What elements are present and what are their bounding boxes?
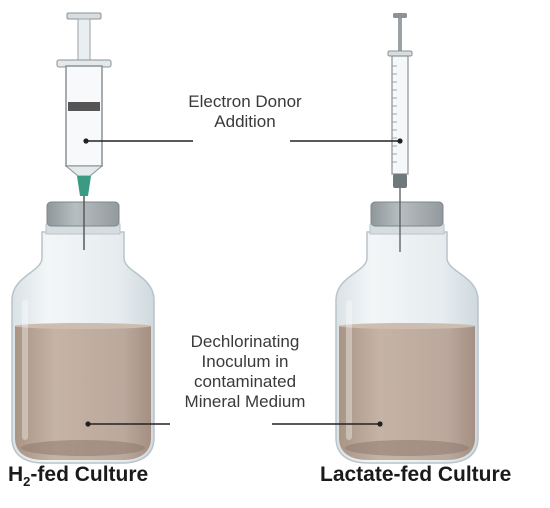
left-needle-hub xyxy=(77,176,91,196)
left-plunger-stopper xyxy=(68,102,100,111)
right-bottle-cap xyxy=(370,201,444,227)
left-caption-suffix: -fed Culture xyxy=(30,463,149,486)
right-finger-flange xyxy=(387,50,413,57)
callout-lines xyxy=(83,138,403,427)
left-caption-subscript: 2 xyxy=(23,474,31,490)
syringe-large-icon xyxy=(56,12,112,250)
left-syringe-barrel xyxy=(65,65,103,167)
left-serum-bottle-icon xyxy=(11,201,155,464)
right-bottle-base xyxy=(345,440,469,456)
inoculum-label-line-4: Mineral Medium xyxy=(184,392,306,411)
right-plunger-handle xyxy=(393,13,407,18)
left-caption-prefix: H xyxy=(8,463,24,486)
left-barrel-tip xyxy=(64,165,104,177)
electron-donor-label-line-2: Addition xyxy=(214,112,276,131)
electron-donor-label: Electron Donor Addition xyxy=(170,92,320,132)
left-bottle-highlight xyxy=(22,300,28,440)
electron-donor-label-line-1: Electron Donor xyxy=(188,92,302,111)
right-caption-text: Lactate-fed Culture xyxy=(320,463,512,486)
left-bottle-cap xyxy=(46,201,120,227)
left-bottle-base xyxy=(21,440,145,456)
callout-dot-left-liquid xyxy=(85,421,91,427)
right-serum-bottle-icon xyxy=(335,201,479,464)
inoculum-label-line-2: Inoculum in xyxy=(201,352,289,371)
right-culture-caption: Lactate-fed Culture xyxy=(320,463,511,487)
callout-dot-left-syringe xyxy=(83,138,89,144)
left-bottle-liquid xyxy=(15,326,151,460)
right-bottle-highlight xyxy=(346,300,352,440)
right-plunger-rod xyxy=(398,18,402,54)
right-liquid-surface xyxy=(339,323,475,329)
callout-dot-right-syringe xyxy=(397,138,403,144)
left-liquid-surface xyxy=(15,323,151,329)
left-culture-caption: H2-fed Culture xyxy=(8,463,148,489)
inoculum-label-line-1: Dechlorinating xyxy=(190,332,300,351)
callout-dot-right-liquid xyxy=(377,421,383,427)
inoculum-label-line-3: contaminated xyxy=(193,372,297,391)
syringe-thin-icon xyxy=(387,13,413,252)
left-plunger-handle xyxy=(66,12,102,20)
right-barrel-graduations xyxy=(392,65,397,163)
right-bottle-liquid xyxy=(339,326,475,460)
right-needle-hub xyxy=(393,174,407,188)
inoculum-label: Dechlorinating Inoculum in contaminated … xyxy=(165,332,325,412)
